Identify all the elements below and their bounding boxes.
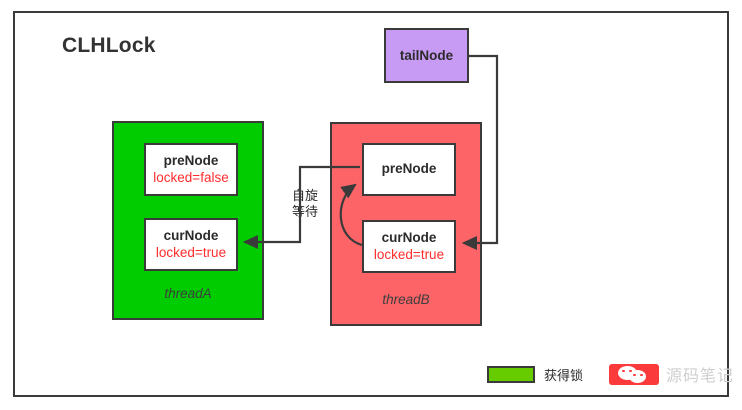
thread-a-prenode-box: preNode locked=false bbox=[144, 143, 238, 196]
thread-b-prenode-box: preNode bbox=[362, 143, 456, 196]
spin-wait-line-1: 自旋 bbox=[292, 189, 319, 204]
wechat-eye-1 bbox=[622, 369, 625, 372]
thread-a-container: preNode locked=false curNode locked=true… bbox=[112, 121, 264, 320]
page-title: CLHLock bbox=[62, 34, 156, 57]
thread-a-prenode-state: locked=false bbox=[153, 169, 229, 185]
thread-b-curnode-title: curNode bbox=[381, 229, 437, 245]
wechat-eye-4 bbox=[640, 373, 643, 376]
thread-a-prenode-title: preNode bbox=[163, 152, 219, 168]
wechat-eye-2 bbox=[629, 369, 632, 372]
spin-wait-line-2: 等待 bbox=[292, 205, 319, 221]
wechat-icon bbox=[609, 363, 660, 385]
tail-node-box: tailNode bbox=[384, 28, 469, 83]
thread-b-curnode-state: locked=true bbox=[373, 246, 445, 262]
thread-a-curnode-state: locked=true bbox=[155, 244, 227, 260]
legend-acquire-lock-swatch bbox=[487, 365, 535, 383]
spin-wait-annotation: 自旋 等待 bbox=[292, 189, 328, 222]
legend-acquire-lock-label: 获得锁 bbox=[544, 368, 584, 384]
thread-b-curnode-box: curNode locked=true bbox=[362, 220, 456, 273]
tail-node-label: tailNode bbox=[399, 48, 454, 63]
legend: 获得锁 源码笔记 bbox=[487, 362, 734, 386]
watermark-label: 源码笔记 bbox=[666, 366, 735, 385]
thread-a-curnode-title: curNode bbox=[163, 227, 219, 243]
thread-b-prenode-title: preNode bbox=[381, 161, 437, 177]
thread-b-label: threadB bbox=[382, 292, 430, 307]
wechat-bubble-small bbox=[629, 369, 647, 383]
wechat-eye-3 bbox=[633, 373, 636, 376]
thread-b-container: preNode curNode locked=true threadB bbox=[330, 122, 482, 326]
thread-a-label: threadA bbox=[164, 286, 212, 301]
thread-a-curnode-box: curNode locked=true bbox=[144, 218, 238, 271]
